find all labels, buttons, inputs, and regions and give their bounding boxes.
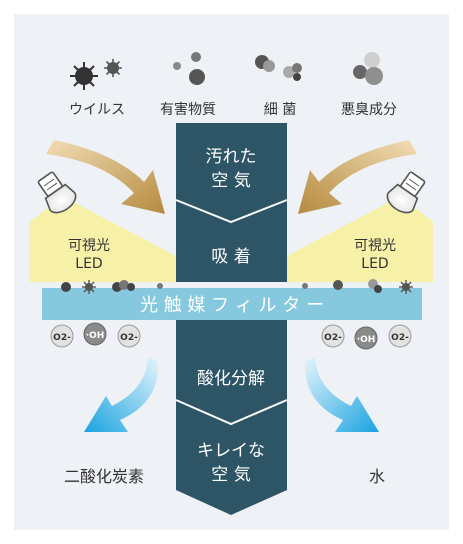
pollutant-label-harmful: 有害物質 xyxy=(160,102,216,118)
radical-right-1: O2- xyxy=(324,333,342,343)
led-label-left-line1: 可視光 xyxy=(68,238,110,254)
stage-dirty-air-line1: 汚れた xyxy=(206,147,257,167)
radical-bubbles-left xyxy=(50,322,141,348)
central-column-top xyxy=(176,123,287,282)
central-column-bottom xyxy=(176,320,287,515)
stage-divider-bottom xyxy=(175,399,288,426)
adsorbed-particles-left xyxy=(61,280,163,294)
radical-bubbles-right xyxy=(321,324,412,350)
output-label-co2: 二酸化炭素 xyxy=(64,467,144,486)
led-label-right-line1: 可視光 xyxy=(354,238,396,254)
outgoing-arrow-right xyxy=(304,358,379,432)
radical-left-3: O2- xyxy=(120,333,138,343)
adsorbed-particles-right xyxy=(302,279,413,294)
led-label-left-line2: LED xyxy=(75,256,102,272)
photocatalyst-filter-band xyxy=(42,288,422,320)
radical-left-1: O2- xyxy=(53,333,71,343)
stage-clean-air-line2: 空 気 xyxy=(211,465,250,485)
bacteria-icon xyxy=(255,55,302,81)
led-lamp-right-icon xyxy=(386,171,426,214)
led-light-beam-left xyxy=(30,196,176,282)
pollutant-label-virus: ウイルス xyxy=(69,102,125,118)
led-label-right-line2: LED xyxy=(361,256,388,272)
radical-left-2: ·OH xyxy=(86,331,105,341)
stage-clean-air-line1: キレイな xyxy=(197,441,265,461)
incoming-air-arrow-left xyxy=(46,140,165,214)
output-label-water: 水 xyxy=(369,467,385,486)
outgoing-arrow-left xyxy=(84,358,159,432)
stage-dirty-air-line2: 空 気 xyxy=(211,171,250,191)
filter-label: 光 触 媒 フ ィ ル タ ー xyxy=(140,295,324,316)
stage-adsorption: 吸 着 xyxy=(211,247,250,267)
pollutant-label-odor: 悪臭成分 xyxy=(341,102,397,118)
odor-icon xyxy=(353,52,383,85)
radical-right-3: O2- xyxy=(391,333,409,343)
stage-divider-top xyxy=(175,199,288,224)
led-lamp-left-icon xyxy=(37,171,77,214)
led-light-beam-right xyxy=(287,196,433,282)
radical-right-2: ·OH xyxy=(357,335,376,345)
harmful-substance-icon xyxy=(173,52,205,85)
virus-icon xyxy=(70,59,122,90)
stage-decomposition: 酸化分解 xyxy=(197,369,265,389)
pollutant-label-bacteria: 細 菌 xyxy=(264,102,296,118)
incoming-air-arrow-right xyxy=(298,140,417,214)
